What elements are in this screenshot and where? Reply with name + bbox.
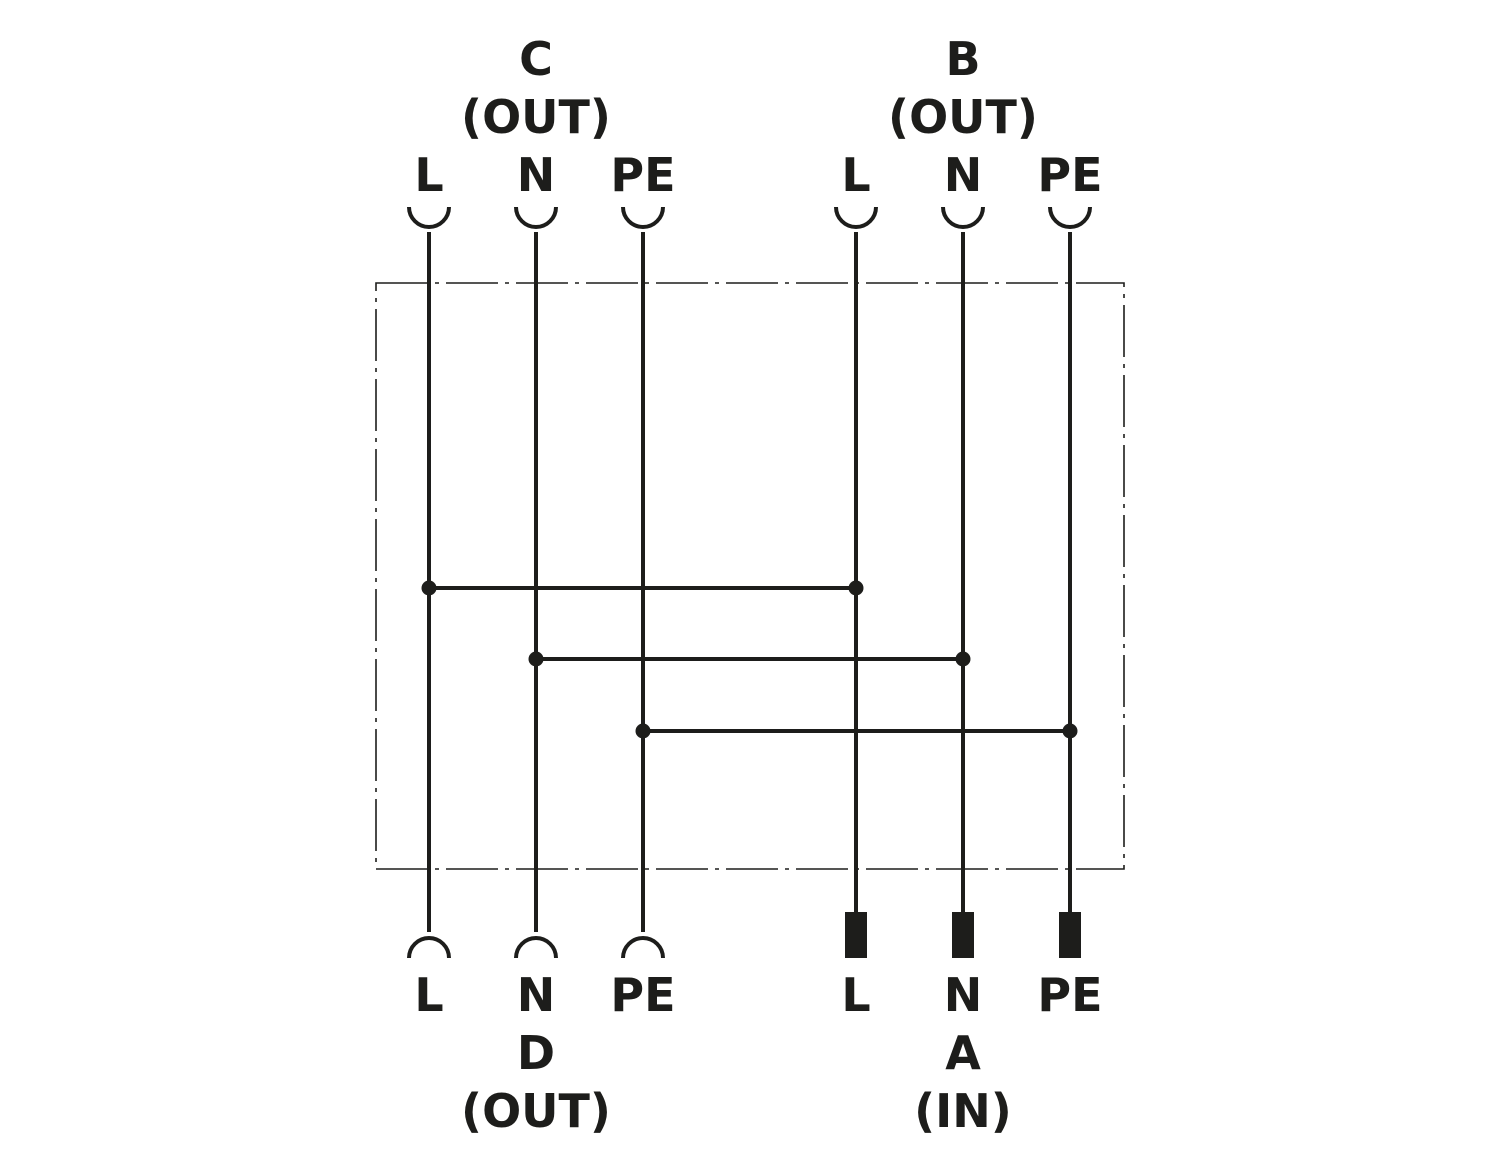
port-c-pin-l: L: [414, 148, 443, 202]
port-a-pin-l: L: [841, 968, 870, 1022]
socket-d-pe-symbol: [621, 936, 665, 959]
port-c-labels: C (OUT) L N PE: [414, 32, 675, 202]
junction-c-l: [421, 580, 437, 596]
junction-b-l: [848, 580, 864, 596]
port-b-name: B: [945, 32, 980, 86]
port-d-pin-pe: PE: [610, 968, 675, 1022]
port-c-role: (OUT): [461, 90, 611, 144]
port-c-sockets: [407, 206, 665, 229]
port-a-pin-pe: PE: [1037, 968, 1102, 1022]
port-b-labels: B (OUT) L N PE: [841, 32, 1102, 202]
socket-c-l-symbol: [407, 206, 451, 229]
socket-b-n-symbol: [941, 206, 985, 229]
plug-a-l-symbol: [845, 912, 867, 958]
port-a-plugs: [845, 912, 1081, 958]
port-a-role: (IN): [914, 1084, 1012, 1138]
junction-b-n: [955, 651, 971, 667]
socket-b-pe-symbol: [1048, 206, 1092, 229]
socket-c-pe-symbol: [621, 206, 665, 229]
port-b-sockets: [834, 206, 1092, 229]
port-d-pin-l: L: [414, 968, 443, 1022]
port-b-pin-l: L: [841, 148, 870, 202]
port-b-pin-pe: PE: [1037, 148, 1102, 202]
port-d-pin-n: N: [517, 968, 556, 1022]
port-a-pin-n: N: [944, 968, 983, 1022]
port-c-name: C: [519, 32, 553, 86]
port-a-labels: L N PE A (IN): [841, 968, 1102, 1138]
port-d-sockets: [407, 936, 665, 959]
port-c-pin-pe: PE: [610, 148, 675, 202]
socket-d-l-symbol: [407, 936, 451, 959]
port-d-labels: L N PE D (OUT): [414, 968, 675, 1138]
plug-a-n-symbol: [952, 912, 974, 958]
junction-c-n: [528, 651, 544, 667]
conductors: [427, 232, 1072, 932]
socket-b-l-symbol: [834, 206, 878, 229]
plug-a-pe-symbol: [1059, 912, 1081, 958]
port-c-pin-n: N: [517, 148, 556, 202]
socket-c-n-symbol: [514, 206, 558, 229]
port-d-name: D: [517, 1026, 555, 1080]
port-a-name: A: [945, 1026, 981, 1080]
junctions: [421, 580, 1078, 739]
port-b-pin-n: N: [944, 148, 983, 202]
device-housing: [375, 282, 1125, 870]
port-b-role: (OUT): [888, 90, 1038, 144]
bridges: [429, 586, 1070, 733]
junction-b-pe: [1062, 723, 1078, 739]
port-d-role: (OUT): [461, 1084, 611, 1138]
junction-c-pe: [635, 723, 651, 739]
socket-d-n-symbol: [514, 936, 558, 959]
